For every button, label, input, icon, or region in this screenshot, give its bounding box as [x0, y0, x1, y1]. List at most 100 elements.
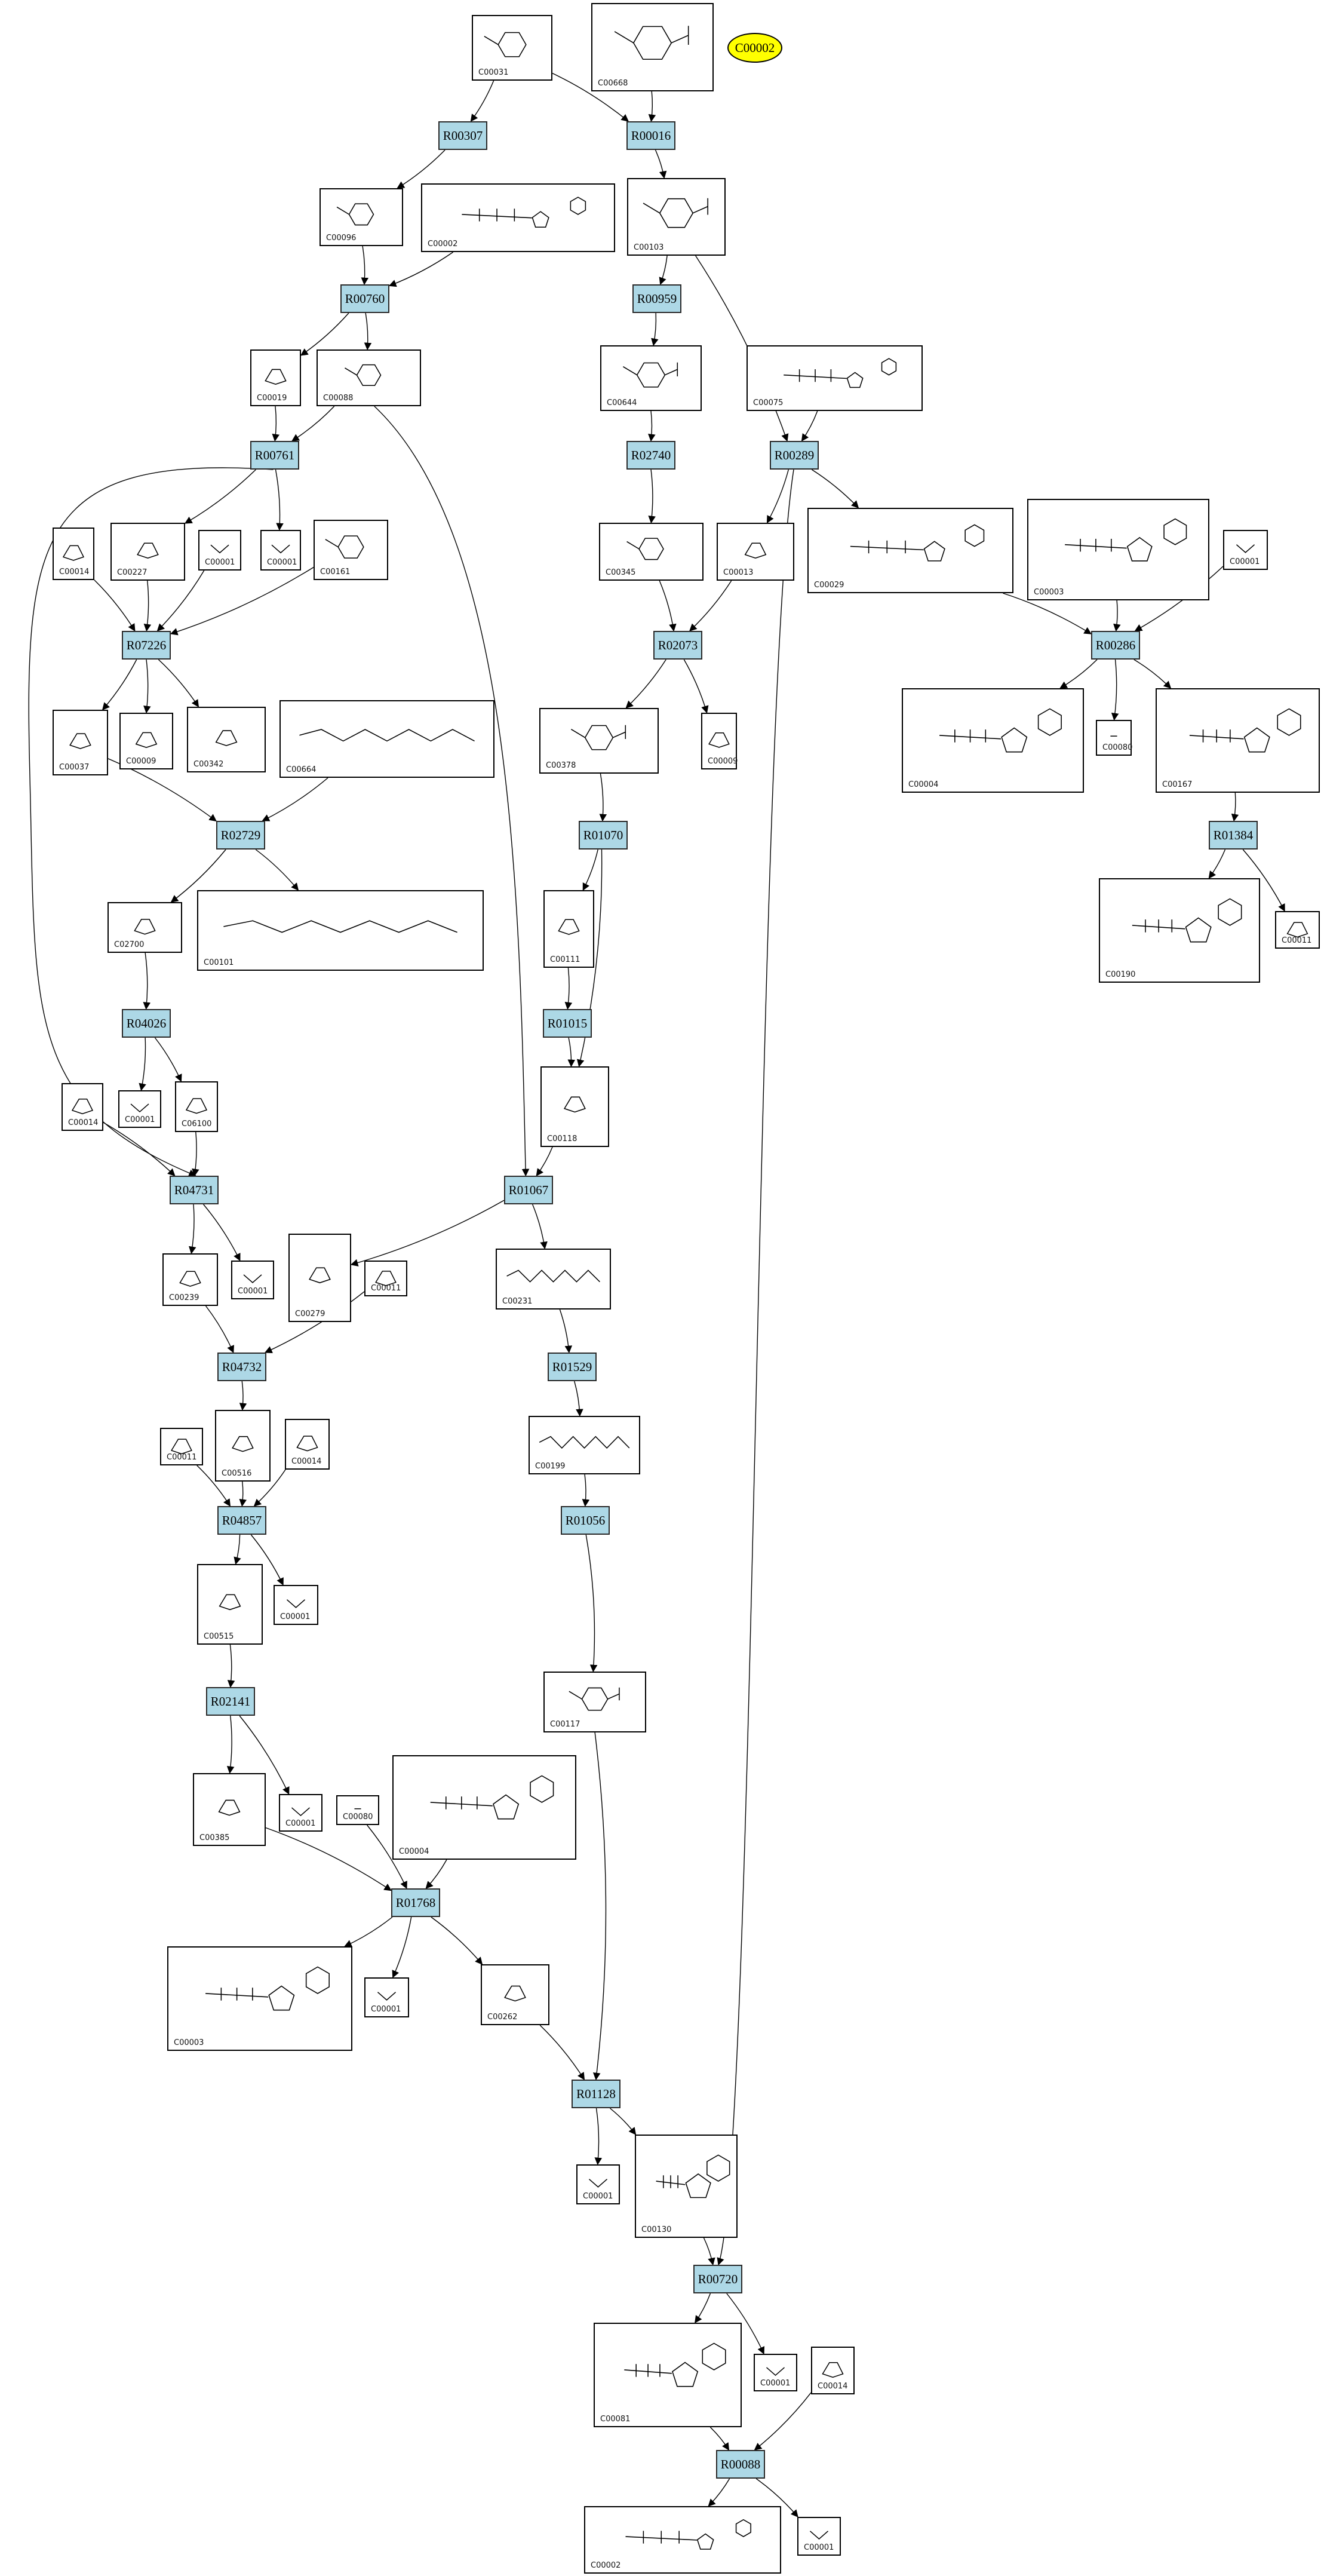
compound-c00117[interactable]: C00117: [543, 1672, 646, 1732]
structure-drawing: [291, 1807, 310, 1817]
reaction-r01015[interactable]: R01015: [543, 1009, 592, 1038]
reaction-r00016[interactable]: R00016: [626, 121, 675, 150]
compound-c00003c[interactable]: C00003: [167, 1946, 352, 2051]
reaction-r00307[interactable]: R00307: [438, 121, 487, 150]
compound-c00644[interactable]: C00644: [600, 345, 702, 411]
compound-c00001h[interactable]: C00001: [364, 1977, 409, 2017]
reaction-r01056[interactable]: R01056: [561, 1506, 610, 1535]
compound-c00239[interactable]: C00239: [162, 1253, 218, 1306]
reaction-r01384[interactable]: R01384: [1209, 821, 1258, 850]
reaction-r01070[interactable]: R01070: [579, 821, 628, 850]
compound-c00081[interactable]: C00081: [594, 2323, 742, 2427]
compound-c00262[interactable]: C00262: [481, 1964, 549, 2025]
compound-c00029[interactable]: C00029: [807, 508, 1013, 593]
reaction-r04857[interactable]: R04857: [217, 1506, 266, 1535]
compound-c00004b[interactable]: C00004: [392, 1755, 576, 1860]
compound-c00279[interactable]: C00279: [288, 1234, 351, 1322]
compound-c00009b[interactable]: C00009: [701, 713, 738, 769]
compound-c00385[interactable]: C00385: [193, 1773, 266, 1846]
compound-c00001c[interactable]: C00001: [1223, 530, 1268, 570]
compound-c00001g[interactable]: C00001: [279, 1794, 322, 1832]
compound-c00080a[interactable]: C00080: [1096, 720, 1132, 756]
compound-label: C00075: [753, 398, 784, 407]
reaction-r00959[interactable]: R00959: [632, 284, 681, 313]
compound-c00096[interactable]: C00096: [320, 188, 403, 246]
compound-c00011c[interactable]: C00011: [160, 1428, 203, 1465]
compound-c00342[interactable]: C00342: [187, 707, 266, 772]
compound-c00231[interactable]: C00231: [496, 1249, 611, 1310]
compound-c00075[interactable]: C00075: [747, 345, 923, 411]
compound-c00118[interactable]: C00118: [540, 1066, 609, 1147]
reaction-r00286[interactable]: R00286: [1091, 631, 1140, 660]
compound-c00088[interactable]: C00088: [317, 349, 421, 406]
edge-r02073-to-c00378: [625, 659, 666, 709]
compound-c00011a[interactable]: C00011: [1275, 911, 1320, 949]
reaction-r00761[interactable]: R00761: [250, 441, 299, 470]
compound-c00001i[interactable]: C00001: [576, 2164, 620, 2204]
compound-c00014d[interactable]: C00014: [811, 2347, 855, 2394]
compound-c00130[interactable]: C00130: [635, 2135, 738, 2238]
compound-c00190[interactable]: C00190: [1099, 878, 1260, 983]
compound-c00080b[interactable]: C00080: [336, 1795, 379, 1825]
compound-c00001f[interactable]: C00001: [274, 1585, 318, 1625]
compound-label: C00167: [1162, 780, 1193, 789]
compound-c00003b[interactable]: C00003: [1027, 499, 1209, 600]
edge-c00385-to-r01768: [265, 1827, 392, 1891]
reaction-r00088[interactable]: R00088: [716, 2450, 765, 2479]
reaction-r04732[interactable]: R04732: [217, 1353, 266, 1381]
reaction-r01128[interactable]: R01128: [572, 2080, 620, 2108]
reaction-r04026[interactable]: R04026: [122, 1009, 171, 1038]
compound-c00664[interactable]: C00664: [279, 700, 494, 778]
reaction-r02729[interactable]: R02729: [216, 821, 265, 850]
compound-c00001e[interactable]: C00001: [231, 1261, 274, 1299]
compound-c00009a[interactable]: C00009: [119, 713, 173, 769]
reaction-r00289[interactable]: R00289: [770, 441, 819, 470]
compound-c02700[interactable]: C02700: [107, 902, 182, 953]
compound-c00001j[interactable]: C00001: [754, 2354, 797, 2391]
compound-c00002a[interactable]: C00002: [421, 183, 615, 252]
structure-drawing: [325, 535, 364, 559]
reaction-r07226[interactable]: R07226: [122, 631, 171, 660]
reaction-r01067[interactable]: R01067: [504, 1176, 553, 1204]
compound-c00031[interactable]: C00031: [472, 15, 552, 81]
reaction-r02073[interactable]: R02073: [653, 631, 702, 660]
compound-c00014a[interactable]: C00014: [53, 528, 94, 580]
edge-c00096-to-r00760: [361, 246, 369, 286]
reaction-r04731[interactable]: R04731: [170, 1176, 219, 1204]
compound-c00014c[interactable]: C00014: [285, 1419, 330, 1470]
structure-drawing: [345, 364, 382, 387]
compound-c00004a[interactable]: C00004: [902, 688, 1084, 793]
reaction-r02740[interactable]: R02740: [626, 441, 675, 470]
edge-c00013-to-r02073: [689, 580, 732, 631]
compound-c00001k[interactable]: C00001: [797, 2517, 841, 2556]
compound-c00037[interactable]: C00037: [53, 710, 108, 775]
compound-c00002-highlight[interactable]: C00002: [727, 33, 782, 63]
compound-c00378[interactable]: C00378: [539, 708, 659, 774]
compound-c00345[interactable]: C00345: [599, 523, 704, 581]
compound-c00011b[interactable]: C00011: [364, 1261, 407, 1296]
compound-c00167[interactable]: C00167: [1156, 688, 1320, 793]
compound-c00111[interactable]: C00111: [543, 890, 594, 968]
reaction-r00720[interactable]: R00720: [693, 2265, 742, 2293]
compound-c00101[interactable]: C00101: [197, 890, 484, 971]
compound-c00001a[interactable]: C00001: [198, 530, 241, 571]
compound-c00019[interactable]: C00019: [250, 349, 301, 406]
reaction-r01529[interactable]: R01529: [548, 1353, 597, 1381]
compound-c00161[interactable]: C00161: [314, 520, 388, 580]
compound-c00013[interactable]: C00013: [717, 523, 794, 581]
compound-c00014b[interactable]: C00014: [62, 1083, 103, 1131]
compound-c00227[interactable]: C00227: [110, 523, 185, 581]
compound-c00515[interactable]: C00515: [197, 1564, 263, 1645]
structure-drawing: [708, 732, 730, 748]
compound-c00668[interactable]: C00668: [591, 3, 714, 91]
compound-c00001b[interactable]: C00001: [260, 530, 301, 571]
compound-c00103[interactable]: C00103: [627, 178, 726, 256]
compound-c00199[interactable]: C00199: [529, 1416, 640, 1474]
reaction-r01768[interactable]: R01768: [391, 1888, 440, 1917]
compound-c00001d[interactable]: C00001: [118, 1090, 161, 1128]
compound-c00002b[interactable]: C00002: [584, 2506, 781, 2574]
reaction-r00760[interactable]: R00760: [340, 284, 389, 313]
reaction-r02141[interactable]: R02141: [206, 1687, 255, 1716]
compound-c00516[interactable]: C00516: [215, 1410, 271, 1482]
compound-c06100[interactable]: C06100: [175, 1081, 218, 1132]
